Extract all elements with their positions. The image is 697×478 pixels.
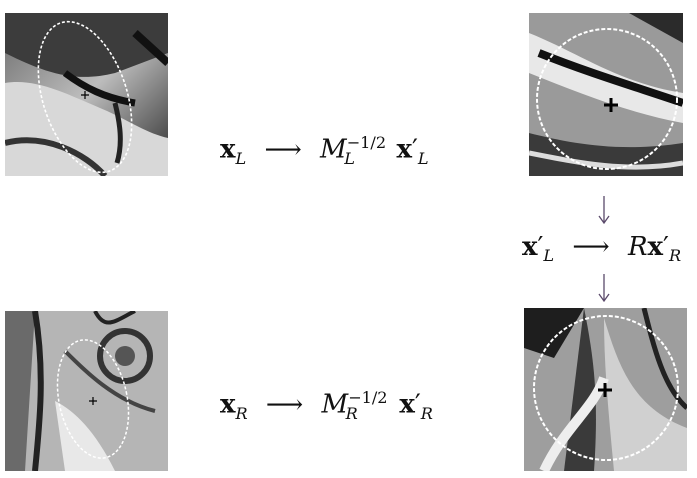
region-ellipse [37, 20, 133, 174]
bottom-right-patch [524, 308, 687, 471]
formula-middle: x′L ⟶ Rx′R [522, 232, 682, 266]
region-circle [533, 315, 679, 461]
top-left-patch [5, 13, 168, 176]
right-arrow: ⟶ [572, 232, 610, 262]
right-arrow: ⟶ [264, 134, 302, 165]
down-arrow-1 [598, 196, 610, 225]
x-left: x [220, 134, 236, 165]
bottom-left-patch [5, 311, 168, 471]
top-right-patch [529, 13, 683, 176]
region-circle [536, 28, 678, 170]
region-ellipse [56, 339, 130, 459]
down-arrow-2 [598, 274, 610, 303]
right-arrow: ⟶ [265, 389, 304, 420]
